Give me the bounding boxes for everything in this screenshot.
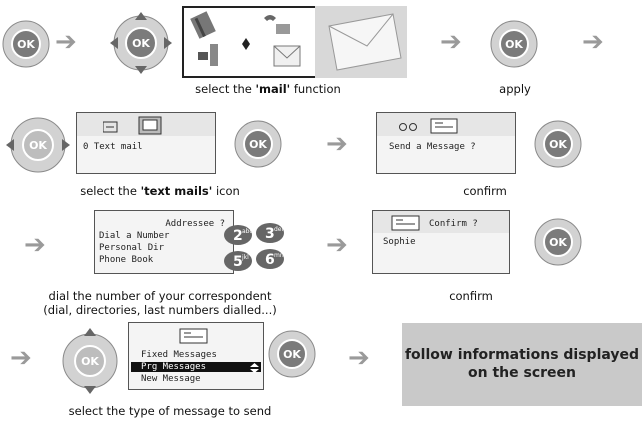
message-type-option: New Message [141, 374, 201, 384]
message-icon [391, 215, 420, 231]
flow-arrow: ➔ [440, 27, 462, 57]
mail-function-screen [182, 6, 318, 78]
ok-button-r2-1[interactable]: OK [234, 120, 282, 168]
flow-arrow: ➔ [10, 343, 32, 373]
key-5: 5 jkl [224, 251, 252, 271]
info-box: follow informations displayed on the scr… [402, 323, 642, 406]
ok-button-r2-2[interactable]: OK [534, 120, 582, 168]
info-line-2: on the screen [468, 365, 576, 381]
ok-label: OK [283, 348, 301, 361]
svg-text:3: 3 [265, 226, 275, 242]
keypad-keys[interactable]: 2 abc 3 def 5 jkl 6 mno [222, 220, 288, 276]
mobile-phone-icon [198, 44, 218, 66]
addressee-option: Personal Dir [99, 243, 165, 253]
addressee-option: Phone Book [99, 255, 154, 265]
ok-button-apply[interactable]: OK [490, 20, 538, 68]
caption-confirm-2: confirm [449, 289, 493, 303]
svg-text:mno: mno [274, 252, 288, 259]
flow-arrow: ➔ [326, 129, 348, 159]
flow-arrow: ➔ [24, 230, 46, 260]
ok-label: OK [81, 355, 99, 368]
flow-arrow: ➔ [582, 27, 604, 57]
ok-label: OK [132, 37, 150, 50]
ok-label: OK [549, 236, 567, 249]
ok-label: OK [17, 38, 35, 51]
notepad-icon [190, 11, 216, 39]
envelope-small-icon [273, 45, 301, 67]
svg-text:2: 2 [233, 228, 243, 244]
text-mail-count: 0 Text mail [83, 142, 143, 152]
caption-dial-number: dial the number of your correspondent (d… [43, 289, 277, 317]
addressee-title: Addressee ? [165, 219, 225, 229]
send-message-screen: Send a Message ? [376, 112, 516, 174]
envelope-icon [315, 6, 407, 78]
text-mail-screen: 0 Text mail [76, 112, 216, 174]
navigator-left-right[interactable]: OK [4, 112, 72, 178]
flow-arrow: ➔ [55, 27, 77, 57]
message-type-option: Fixed Messages [141, 350, 217, 360]
ok-button-r3[interactable]: OK [534, 218, 582, 266]
scroll-up-icon [242, 38, 250, 44]
confirm-title: Confirm ? [429, 219, 478, 229]
caption-select-type: select the type of message to send [68, 404, 272, 418]
ok-label: OK [249, 138, 267, 151]
text-mail-icons [103, 116, 162, 135]
svg-text:abc: abc [242, 228, 253, 235]
key-3: 3 def [256, 223, 285, 243]
scroll-down-icon [242, 44, 250, 50]
svg-text:def: def [274, 226, 285, 233]
message-icon [179, 328, 208, 344]
ok-label: OK [505, 38, 523, 51]
ok-button-r4[interactable]: OK [268, 330, 316, 378]
message-type-screen: Fixed Messages Prg Messages New Message [128, 322, 264, 390]
key-2: 2 abc [224, 225, 253, 245]
caption-select-text-mails: select the 'text mails' icon [80, 184, 240, 198]
scroll-arrows-icon [250, 363, 259, 373]
svg-text:jkl: jkl [241, 254, 249, 261]
svg-text:5: 5 [233, 254, 243, 270]
addressee-screen: Addressee ? Dial a Number Personal Dir P… [94, 210, 234, 274]
message-type-option-selected: Prg Messages [131, 362, 261, 372]
svg-text:6: 6 [265, 252, 275, 268]
caption-confirm-1: confirm [463, 184, 507, 198]
caption-select-mail: select the 'mail' function [195, 82, 341, 96]
key-6: 6 mno [256, 249, 288, 269]
ok-label: OK [549, 138, 567, 151]
addressee-option: Dial a Number [99, 231, 170, 241]
send-message-prompt: Send a Message ? [389, 142, 476, 152]
caption-apply: apply [499, 82, 531, 96]
ok-button-r1-1[interactable]: OK [2, 20, 50, 68]
navigator-up-down[interactable]: OK [58, 326, 122, 396]
flow-arrow: ➔ [326, 230, 348, 260]
recipient-name: Sophie [383, 237, 416, 247]
info-line-1: follow informations displayed [404, 347, 640, 363]
navigator-four-way[interactable]: OK [108, 10, 174, 76]
handset-icon [264, 15, 290, 34]
flow-arrow: ➔ [348, 343, 370, 373]
confirm-recipient-screen: Confirm ? Sophie [372, 210, 510, 274]
ok-label: OK [29, 139, 47, 152]
send-message-icons [399, 118, 458, 134]
